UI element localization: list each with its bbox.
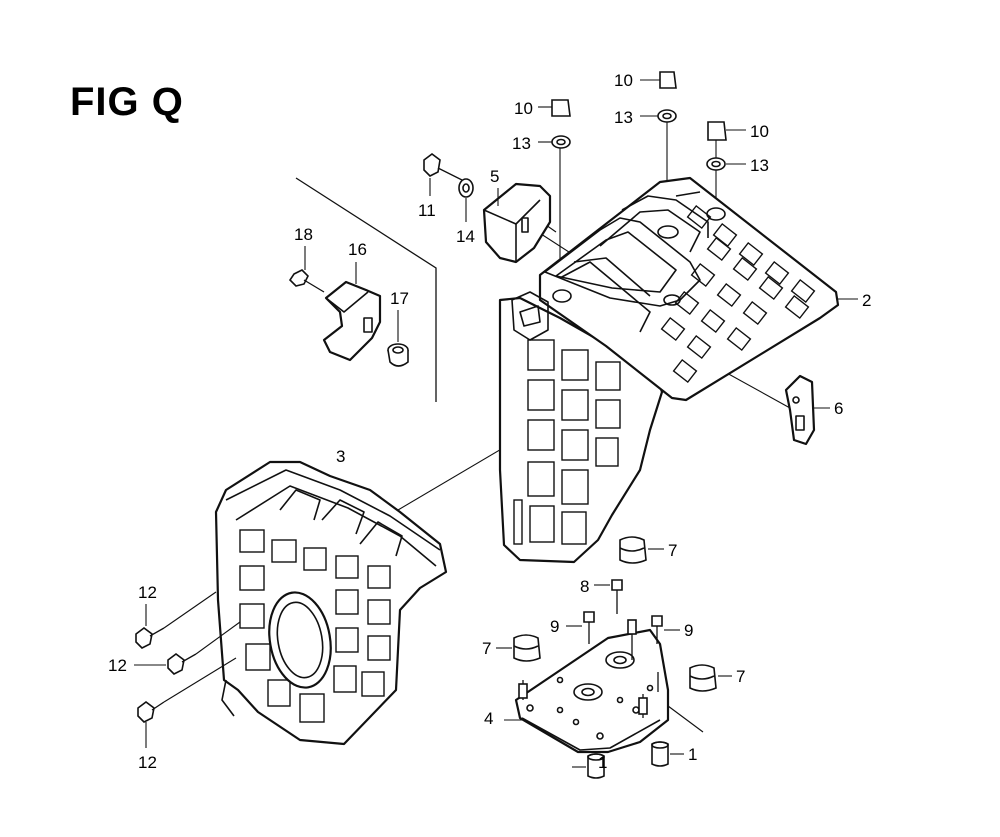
- inset-leaders: [355, 188, 524, 721]
- part-8-stud: [594, 579, 623, 614]
- part-7-mount-b: [496, 634, 541, 662]
- callout-17: 17: [390, 289, 409, 308]
- part-5-clip: [482, 182, 552, 264]
- callout-6: 6: [834, 399, 843, 418]
- callout-11: 11: [418, 201, 436, 220]
- callout-18: 18: [294, 225, 313, 244]
- callout-14: 14: [456, 227, 475, 246]
- callout-1-b: 1: [688, 745, 697, 764]
- callout-8: 8: [580, 577, 589, 596]
- callout-12-a: 12: [138, 583, 157, 602]
- part-12-bolt-a: [135, 591, 217, 649]
- inset-bracket: [295, 177, 437, 402]
- callout-9-b: 9: [684, 621, 693, 640]
- part-1-damper-b: [651, 741, 684, 767]
- callout-13-c: 13: [750, 156, 769, 175]
- callout-10-c: 10: [750, 122, 769, 141]
- part-10-nut-b: [640, 71, 677, 89]
- callout-labels: 1 1 2 3 4 5 6 7 7 7 8 9 9 10 10 10 11 12…: [108, 71, 871, 772]
- callout-10-a: 10: [514, 99, 533, 118]
- callout-1-a: 1: [598, 753, 607, 772]
- part-13-washer-a: [538, 135, 571, 149]
- part-11-bolt: [423, 153, 463, 196]
- part-14-washer: [458, 178, 474, 222]
- part-18-bolt: [288, 246, 325, 293]
- callout-12-c: 12: [138, 753, 157, 772]
- part-3-frame-block: [214, 460, 448, 746]
- callout-9-a: 9: [550, 617, 559, 636]
- callout-13-b: 13: [614, 108, 633, 127]
- figure-title: FIG Q: [70, 80, 184, 124]
- callout-2: 2: [862, 291, 871, 310]
- callout-7-b: 7: [482, 639, 491, 658]
- part-12-bolt-c: [137, 657, 237, 748]
- part-16-clamp: [322, 280, 382, 362]
- callout-7-c: 7: [736, 667, 745, 686]
- part-13-washer-b: [640, 109, 677, 123]
- callout-5: 5: [490, 167, 499, 186]
- part-9-bolt-a: [566, 611, 595, 644]
- callout-12-b: 12: [108, 656, 127, 675]
- callout-10-b: 10: [614, 71, 633, 90]
- part-10-nut-a: [538, 99, 571, 117]
- part-9-bolt-b: [651, 615, 680, 644]
- callout-3: 3: [336, 447, 345, 466]
- part-7-mount-a: [619, 536, 664, 564]
- part-7-mount-c: [689, 664, 732, 692]
- part-10-nut-c: [707, 121, 746, 141]
- part-2-upper-frame: [498, 176, 840, 564]
- callout-13-a: 13: [512, 134, 531, 153]
- part-12-bolt-b: [134, 621, 241, 675]
- part-17-collar: [387, 343, 409, 367]
- callout-16: 16: [348, 240, 367, 259]
- callout-7-a: 7: [668, 541, 677, 560]
- part-1-damper-a: [572, 753, 605, 779]
- part-13-washer-c: [706, 157, 746, 171]
- part-6-plate: [784, 374, 816, 446]
- part-4-base-plate: [514, 619, 670, 754]
- callout-4: 4: [484, 709, 493, 728]
